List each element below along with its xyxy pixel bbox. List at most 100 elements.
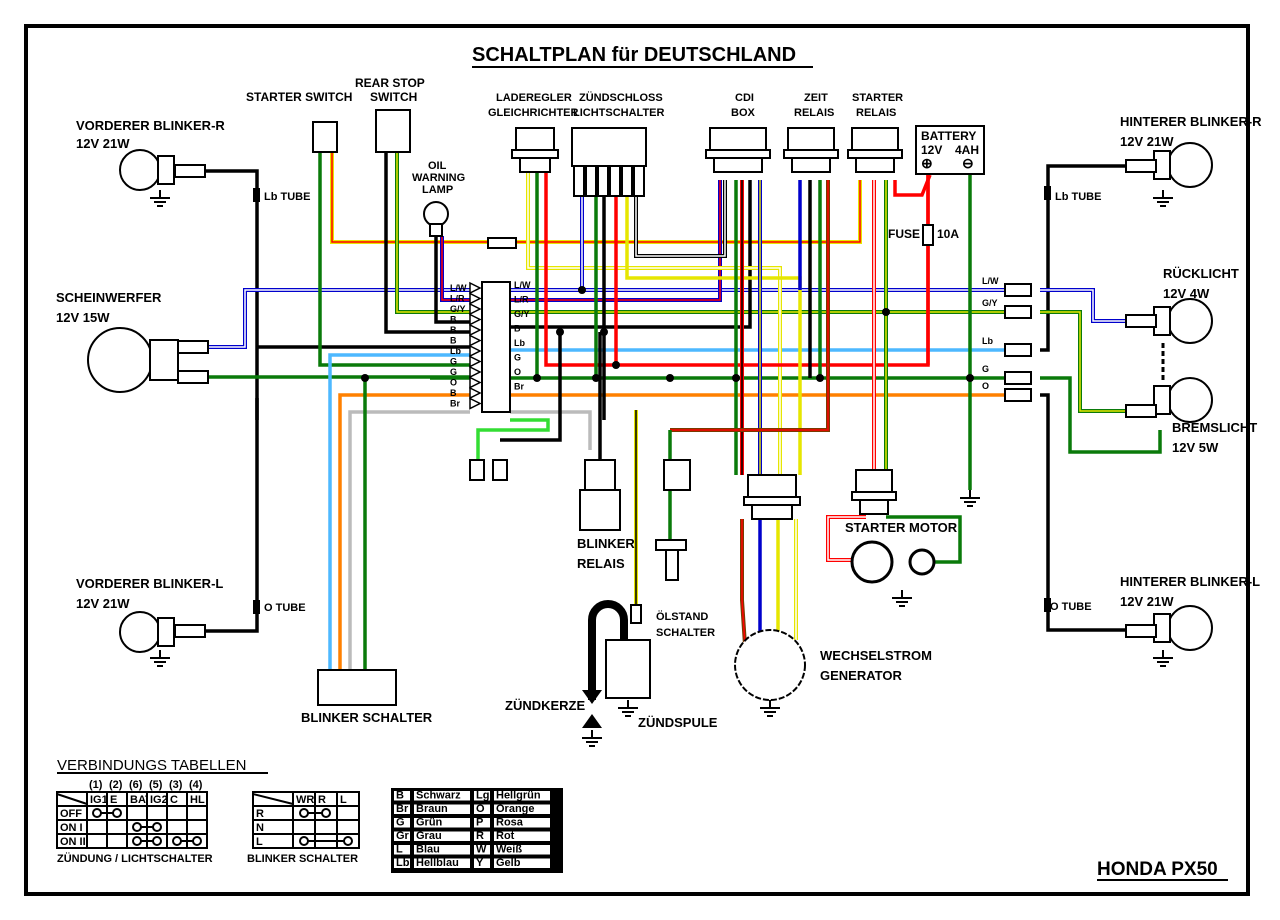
front-r-tube-label: Lb TUBE	[264, 191, 310, 203]
ignition-switch-pin	[609, 165, 621, 197]
wires	[205, 152, 1162, 680]
headlight-spec: 12V 15W	[56, 310, 110, 325]
ignition-coil-body	[605, 639, 651, 699]
tube-icon	[1044, 186, 1051, 200]
connector-left-label: O	[450, 378, 457, 388]
headlight-plug-lw	[177, 340, 209, 354]
blinker-table-row-label-text: L	[256, 836, 263, 848]
components: L/WL/RG/YBBBLbGGOBBrL/WL/RG/YBLbGOBrL/WG…	[87, 109, 1213, 747]
ignition-table-cell	[106, 819, 128, 835]
inline-plug	[487, 237, 517, 249]
diagram-frame	[24, 24, 1250, 896]
ground-icon	[1153, 650, 1173, 667]
ignition-switch-label-2: LICHTSCHALTER	[573, 107, 665, 119]
starter-relay-flange	[847, 149, 903, 159]
connector-left-label: Lb	[450, 346, 461, 356]
color-code-cell	[412, 816, 472, 830]
front-blinker-l-label: VORDERER BLINKER-L	[76, 576, 223, 591]
rear-blinker-r-bulb	[1167, 142, 1213, 188]
junction-dot	[732, 374, 740, 382]
connector-left-label: L/W	[450, 283, 467, 293]
ignition-table-caption: ZÜNDUNG / LICHTSCHALTER	[57, 852, 213, 865]
color-code-cell	[392, 829, 412, 843]
color-code-cell-text: Rosa	[496, 817, 524, 829]
junction-dot	[578, 286, 586, 294]
wire-timer-gr-stripe	[670, 180, 829, 431]
rear-stop-switch-label-1: REAR STOP	[355, 76, 425, 90]
ground-icon	[150, 650, 170, 667]
model-label: HONDA PX50	[1097, 859, 1218, 880]
connector-pin	[469, 281, 482, 295]
ignition-table-header-text: IG1	[90, 794, 108, 806]
wire-ig-bw-stripe	[635, 180, 726, 257]
ignition-table-number: (2)	[109, 779, 123, 791]
oil-warning-lamp-base	[429, 223, 443, 237]
starter-motor-body	[850, 540, 894, 584]
rear-connector-label: G	[982, 364, 989, 374]
color-code-cell-text: Hellgrün	[496, 790, 541, 802]
ignition-table-number: (4)	[189, 779, 203, 791]
wire-headlight-lw-stripe	[208, 289, 470, 348]
junction-dot	[666, 374, 674, 382]
starter-motor-label: STARTER MOTOR	[845, 520, 958, 535]
color-code-cell-text: Rot	[496, 830, 515, 842]
color-code-cell-text: Orange	[496, 803, 535, 815]
brake-light-socket	[1153, 385, 1171, 415]
wire-rear-g	[1040, 376, 1162, 454]
color-code-cell	[472, 856, 492, 870]
ignition-table-header-text: C	[170, 794, 178, 806]
color-code-cell	[472, 802, 492, 816]
rear-stop-switch-label-2: SWITCH	[370, 90, 417, 104]
ignition-table-cell	[186, 819, 208, 835]
headlight-bulb	[87, 327, 153, 393]
connector-pin	[469, 334, 482, 347]
rear-blinker-r-plug	[1125, 159, 1157, 173]
color-code-cell-text: Br	[396, 803, 409, 815]
timer-relay-label-2: RELAIS	[794, 107, 834, 119]
switch-contact-icon	[299, 836, 309, 846]
battery-capacity: 4AH	[955, 143, 979, 157]
ignition-table-cell	[86, 833, 108, 849]
color-code-cell	[492, 829, 552, 843]
generator-connector-flange	[743, 496, 801, 506]
oil-level-switch-head	[655, 539, 687, 551]
wire-ig-y	[625, 196, 802, 475]
starter-motor-connector-base	[859, 499, 889, 515]
oil-lamp-label-3: LAMP	[422, 184, 453, 196]
ground-icon	[150, 190, 170, 207]
ignition-switch-body	[571, 127, 647, 167]
timer-relay-body	[787, 127, 835, 151]
blinker-relay-connector	[584, 459, 616, 491]
wire-reg-wy-stripe	[527, 172, 781, 475]
front-blinker-l-socket	[157, 617, 175, 647]
wire-rear-blinker-l	[1040, 393, 1126, 632]
color-code-cell	[472, 816, 492, 830]
ignition-switch-pin	[621, 165, 633, 197]
front-blinker-r-bulb	[119, 149, 161, 191]
front-blinker-l-bulb	[119, 611, 161, 653]
color-code-cell-text: Gelb	[496, 857, 521, 869]
rear-blinker-l-spec: 12V 21W	[1120, 594, 1174, 609]
blinker-table-row-label-text: R	[256, 808, 264, 820]
ground-icon	[1153, 190, 1173, 207]
blinker-table-header-text: L	[340, 794, 347, 806]
connector-right-label: B	[514, 324, 521, 334]
fuse-body	[922, 224, 934, 246]
spark-up-arrow-icon	[582, 714, 602, 728]
color-code-cell-text: O	[476, 803, 485, 815]
ignition-switch-pin	[585, 165, 597, 197]
junction-dot	[361, 374, 369, 382]
rear-blinker-r-spec: 12V 21W	[1120, 134, 1174, 149]
wire-relay-battery	[893, 174, 932, 197]
ignition-switch-pin	[597, 165, 609, 197]
switch-contact-icon	[192, 836, 202, 846]
rear-stop-switch-body	[375, 109, 411, 153]
wire-b-loop	[500, 332, 562, 442]
starter-motor-connector-flange	[851, 491, 897, 501]
color-code-cell-text: P	[476, 817, 483, 829]
tail-light-spec: 12V 4W	[1163, 286, 1210, 301]
connector-right-label: L/R	[514, 295, 529, 305]
color-code-cell-text: R	[476, 830, 484, 842]
cdi-box-body	[709, 127, 767, 151]
timer-relay-label-1: ZEIT	[804, 92, 828, 104]
